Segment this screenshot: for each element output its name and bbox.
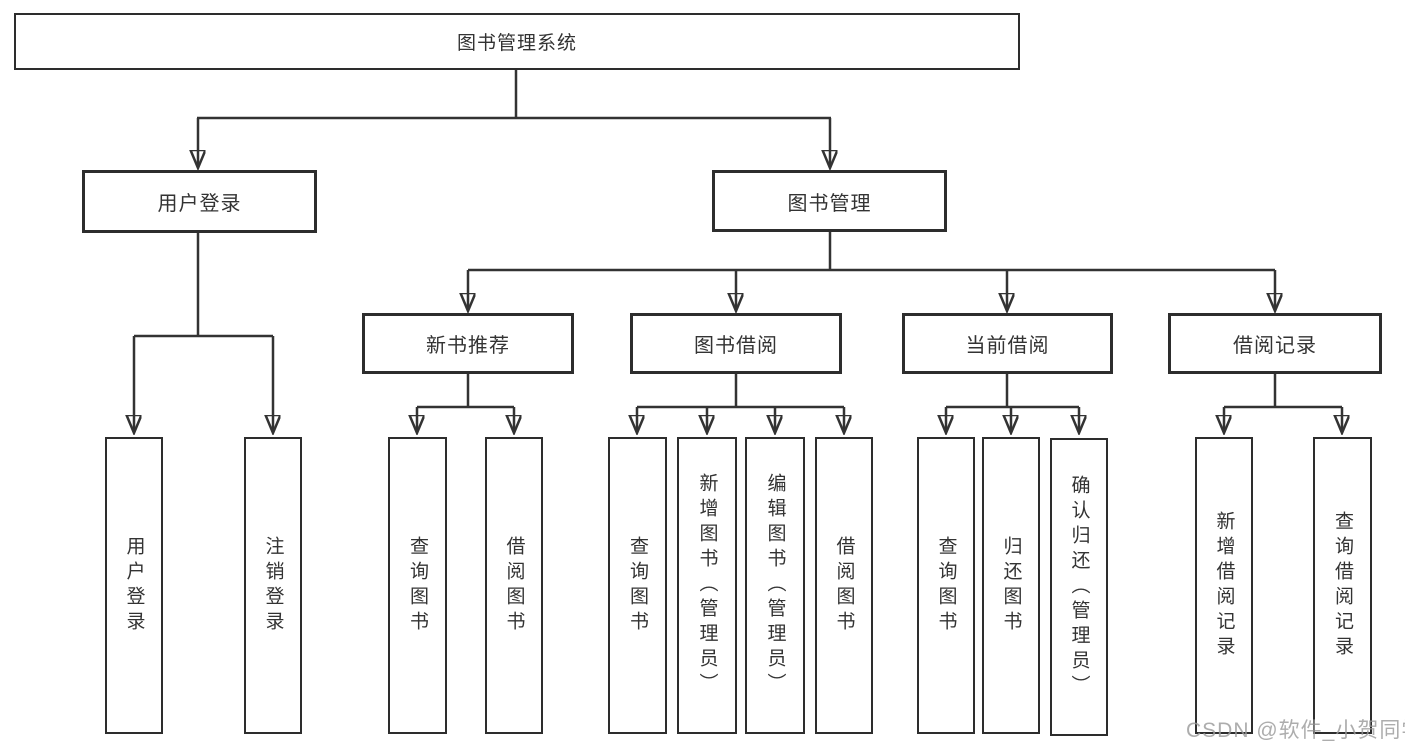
node-current-borrow-label: 当前借阅 xyxy=(965,335,1050,357)
leaf-query-books-1: 查询图书 xyxy=(388,437,447,734)
node-book-borrow: 图书借阅 xyxy=(630,313,842,374)
leaf-borrow-books-1: 借阅图书 xyxy=(485,437,543,734)
node-root-system: 图书管理系统 xyxy=(14,13,1020,70)
node-book-management-label: 图书管理 xyxy=(787,192,872,215)
node-current-borrow: 当前借阅 xyxy=(902,313,1113,374)
connector-newbooks-to-leaves xyxy=(417,374,514,409)
leaf-add-books-admin-label: 新增图书（管理员） xyxy=(696,473,718,698)
leaf-user-login: 用户登录 xyxy=(105,437,163,734)
leaf-query-borrow-record-label: 查询借阅记录 xyxy=(1332,510,1353,661)
leaf-query-books-1-label: 查询图书 xyxy=(407,535,428,636)
leaf-edit-books-admin: 编辑图书（管理员） xyxy=(745,437,805,734)
leaf-query-books-3-label: 查询图书 xyxy=(935,535,957,636)
node-borrow-records-label: 借阅记录 xyxy=(1233,335,1317,357)
leaf-confirm-return-admin: 确认归还（管理员） xyxy=(1050,438,1108,736)
connector-borrowrecords-to-leaves xyxy=(1224,374,1342,409)
leaf-confirm-return-admin-label: 确认归还（管理员） xyxy=(1068,474,1090,700)
connector-root-to-level1 xyxy=(197,70,831,120)
leaf-return-books: 归还图书 xyxy=(982,437,1040,734)
leaf-edit-books-admin-label: 编辑图书（管理员） xyxy=(764,473,786,698)
leaf-borrow-books-1-label: 借阅图书 xyxy=(503,535,525,636)
node-borrow-records: 借阅记录 xyxy=(1168,313,1382,374)
watermark: CSDN @软件_小贺同学 xyxy=(1186,719,1405,742)
node-user-login: 用户登录 xyxy=(82,170,317,233)
connector-bookmgmt-to-level2 xyxy=(468,232,1275,272)
leaf-query-books-2: 查询图书 xyxy=(608,437,667,734)
node-root-system-label: 图书管理系统 xyxy=(456,33,577,54)
leaf-add-books-admin: 新增图书（管理员） xyxy=(677,437,737,734)
leaf-user-login-label: 用户登录 xyxy=(123,535,145,636)
leaf-query-books-3: 查询图书 xyxy=(917,437,975,734)
leaf-logout: 注销登录 xyxy=(244,437,302,734)
connector-bookborrow-to-leaves xyxy=(637,374,844,409)
leaf-borrow-books-2: 借阅图书 xyxy=(815,437,873,734)
leaf-query-books-2-label: 查询图书 xyxy=(627,535,648,636)
node-new-book-recommend-label: 新书推荐 xyxy=(426,335,510,357)
leaf-query-borrow-record: 查询借阅记录 xyxy=(1313,437,1372,734)
connector-currentborrow-to-leaves xyxy=(946,374,1079,409)
leaf-add-borrow-record: 新增借阅记录 xyxy=(1195,437,1253,734)
connector-userlogin-to-leaves xyxy=(134,233,273,338)
leaf-logout-label: 注销登录 xyxy=(262,535,284,636)
node-book-management: 图书管理 xyxy=(712,170,947,232)
node-user-login-label: 用户登录 xyxy=(157,193,242,215)
node-book-borrow-label: 图书借阅 xyxy=(694,335,778,357)
leaf-borrow-books-2-label: 借阅图书 xyxy=(833,535,855,636)
node-new-book-recommend: 新书推荐 xyxy=(362,313,574,374)
leaf-return-books-label: 归还图书 xyxy=(1000,535,1022,636)
leaf-add-borrow-record-label: 新增借阅记录 xyxy=(1213,510,1235,661)
